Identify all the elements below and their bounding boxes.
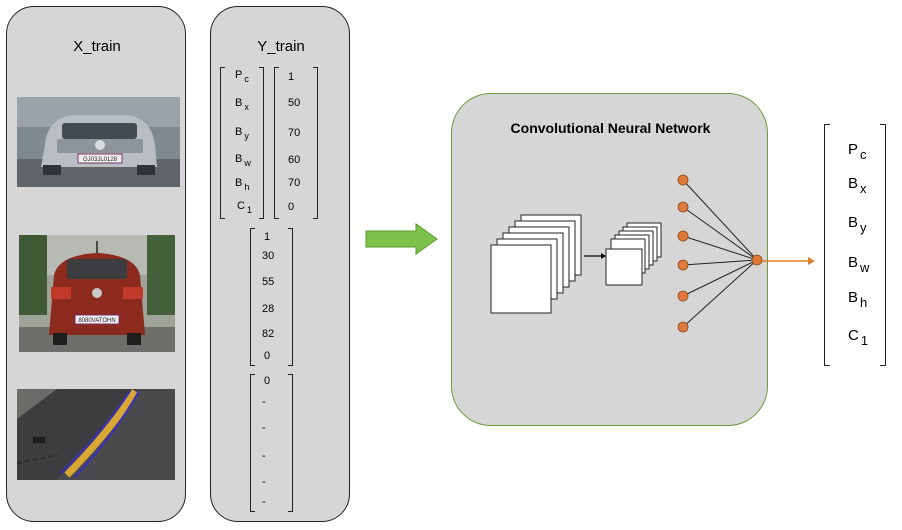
road-lane-image: [17, 389, 175, 480]
y-train-panel: Y_train: [210, 6, 350, 522]
vector2-value: 82: [262, 328, 275, 340]
vector1-value: 60: [288, 154, 301, 166]
front-plate-text: GJ03JL0128: [83, 157, 118, 163]
output-arrow-icon: [762, 257, 815, 265]
vector2-value: 55: [262, 276, 275, 288]
output-neuron: [751, 254, 763, 266]
vector2-left-bracket: [250, 228, 255, 366]
vector2-value: 30: [262, 250, 275, 262]
vector3-right-bracket: [288, 374, 293, 512]
rear-plate-text: 8080VATOHN: [78, 318, 115, 324]
hidden-neurons: [677, 174, 689, 333]
car-front-image: GJ03JL0128: [17, 97, 180, 187]
vector2-value: 1: [264, 231, 271, 243]
vector1-value: 70: [288, 127, 301, 139]
vector3-value: -: [262, 476, 266, 488]
vector3-value: -: [262, 450, 266, 462]
x-train-title: X_train: [73, 38, 121, 55]
vector1-value: 50: [288, 97, 301, 109]
vector2-value: 28: [262, 303, 275, 315]
vector1-value: 70: [288, 177, 301, 189]
vector3-left-bracket: [250, 374, 255, 512]
vector3-value: -: [262, 496, 266, 508]
vector3-value: 0: [264, 375, 271, 387]
cnn-title: Convolutional Neural Network: [510, 120, 711, 136]
label-vector-left-bracket: [220, 67, 225, 219]
car-rear-image: 8080VATOHN: [19, 235, 175, 352]
y-train-title: Y_train: [257, 38, 305, 55]
vector3-value: -: [262, 422, 266, 434]
vector2-value: 0: [264, 350, 271, 362]
output-right-bracket: [880, 124, 886, 366]
vector1-right-bracket: [313, 67, 318, 219]
feature-maps-small-stack: [605, 222, 662, 286]
cnn-layers-diagram: [490, 174, 763, 333]
feature-maps-large-stack: [490, 214, 582, 314]
vector1-value: 0: [288, 201, 295, 213]
label-vector-right-bracket: [259, 67, 264, 219]
input-arrow-icon: [365, 223, 438, 255]
fully-connected-edges: [682, 179, 758, 328]
vector2-right-bracket: [288, 228, 293, 366]
vector1-value: 1: [288, 71, 295, 83]
vector3-value: -: [262, 396, 266, 408]
output-left-bracket: [824, 124, 830, 366]
vector1-left-bracket: [274, 67, 279, 219]
